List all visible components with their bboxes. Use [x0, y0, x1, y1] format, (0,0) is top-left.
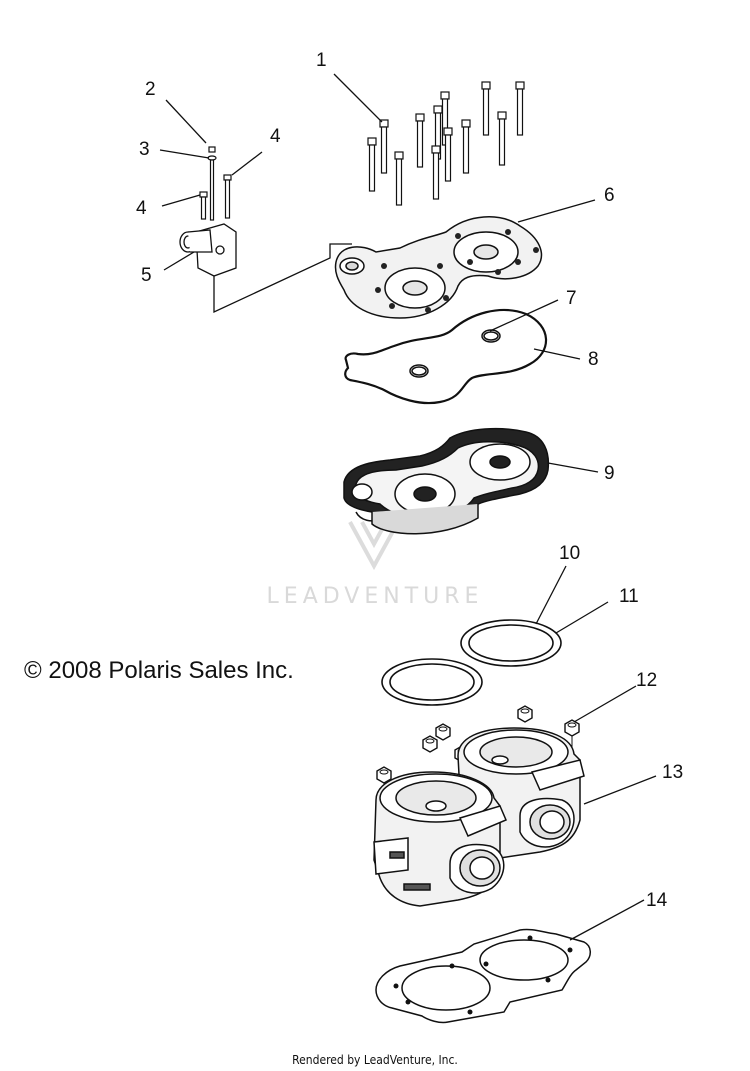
callout-13: 13	[662, 762, 684, 783]
thermostat-fasteners	[199, 146, 232, 221]
watermark-text: LEADVENTURE	[266, 584, 484, 609]
callout-11: 11	[619, 586, 639, 607]
callout-leaders	[159, 73, 657, 941]
callout-7: 7	[566, 288, 577, 309]
callout-2: 2	[145, 79, 156, 100]
copyright-notice: © 2008 Polaris Sales Inc.	[24, 657, 294, 684]
callout-9: 9	[604, 463, 615, 484]
callout-12: 12	[636, 670, 658, 691]
callout-8: 8	[588, 349, 599, 370]
o-rings	[409, 329, 501, 378]
callout-10: 10	[559, 543, 581, 564]
cylinder-head	[343, 427, 550, 535]
callout-1: 1	[316, 50, 327, 71]
thermostat-housing	[179, 223, 237, 277]
head-bolts	[367, 81, 525, 206]
footer-credit: Rendered by LeadVenture, Inc.	[292, 1053, 458, 1067]
base-gasket	[375, 928, 591, 1024]
cylinders	[373, 727, 585, 907]
callout-6: 6	[604, 185, 615, 206]
head-cover-gasket	[344, 308, 548, 405]
callout-4-right: 4	[270, 126, 281, 147]
callout-5: 5	[141, 265, 152, 286]
cylinder-head-cover	[334, 216, 543, 319]
callout-14: 14	[646, 890, 668, 911]
callout-4-left: 4	[136, 198, 147, 219]
head-gaskets	[381, 619, 562, 706]
callout-3: 3	[139, 139, 150, 160]
assembly-leader-line	[213, 243, 352, 314]
